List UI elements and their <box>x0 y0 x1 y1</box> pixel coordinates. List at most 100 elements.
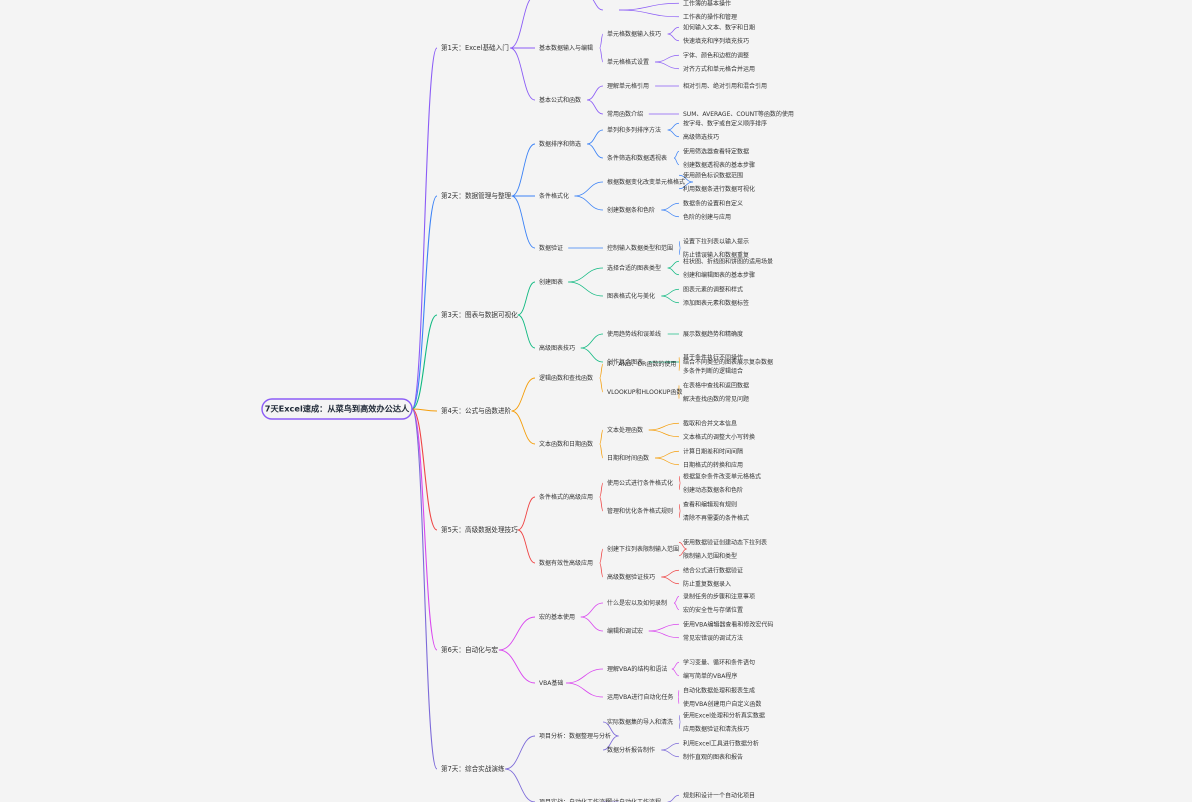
leaf-node[interactable]: 防止错误输入和数据重复 <box>683 251 749 259</box>
leaf-node[interactable]: 按字母、数字或自定义顺序排序 <box>683 119 767 127</box>
leaf-node[interactable]: 宏的安全性与存储位置 <box>683 606 743 614</box>
leaf-node[interactable]: 展示数据趋势和精确度 <box>683 330 743 338</box>
leaf-node[interactable]: 柱状图、折线图和饼图的适用场景 <box>683 257 773 265</box>
leaf-node[interactable]: 工作表的操作和管理 <box>683 13 737 21</box>
day-topic-node[interactable]: 第2天：数据管理与整理 <box>441 191 512 200</box>
leaf-node[interactable]: 常见宏错误的调试方法 <box>683 634 743 642</box>
leaf-node[interactable]: 设置下拉列表以输入提示 <box>683 237 749 245</box>
leaf-node[interactable]: 快速填充和序列填充技巧 <box>683 37 749 45</box>
detail-topic-node[interactable]: 单列和多列排序方法 <box>607 126 661 134</box>
leaf-node[interactable]: 使用筛选器查看特定数据 <box>683 147 749 155</box>
detail-topic-node[interactable]: 条件筛选和数据透视表 <box>607 154 667 162</box>
leaf-node[interactable]: 录制任务的步骤和注意事项 <box>683 592 755 600</box>
detail-topic-node[interactable]: 设计自动化工作流程 <box>607 798 661 802</box>
detail-topic-node[interactable]: IF、AND、OR函数的使用 <box>607 360 676 368</box>
leaf-node[interactable]: 添加图表元素和数据标签 <box>683 299 749 307</box>
detail-topic-node[interactable]: 理解单元格引用 <box>607 82 649 90</box>
detail-topic-node[interactable]: 日期和时间函数 <box>607 454 649 462</box>
subtopic-node[interactable]: 项目实战：自动化工作流程 <box>539 798 611 802</box>
subtopic-node[interactable]: VBA基础 <box>539 679 563 687</box>
detail-topic-node[interactable]: 使用公式进行条件格式化 <box>607 479 673 487</box>
leaf-node[interactable]: 结合公式进行数据验证 <box>683 566 743 574</box>
leaf-node[interactable]: 使用颜色标识数据范围 <box>683 171 743 179</box>
detail-topic-node[interactable]: 单元格格式设置 <box>607 58 649 66</box>
leaf-node[interactable]: SUM、AVERAGE、COUNT等函数的使用 <box>683 110 794 118</box>
detail-topic-node[interactable]: 数据分析报告制作 <box>607 746 655 754</box>
detail-topic-node[interactable]: 选择合适的图表类型 <box>607 264 661 272</box>
detail-topic-node[interactable]: 创作复合图表 <box>607 358 643 366</box>
leaf-node[interactable]: 高级筛选技巧 <box>683 133 719 141</box>
subtopic-node[interactable]: 条件格式的高级应用 <box>539 493 593 501</box>
day-topic-node[interactable]: 第5天：高级数据处理技巧 <box>441 525 518 534</box>
detail-topic-node[interactable]: 根据数据变化改变单元格格式 <box>607 178 685 186</box>
leaf-node[interactable]: 基于条件执行不同操作 <box>683 353 743 361</box>
leaf-node[interactable]: 制作直观的图表和报告 <box>683 753 743 761</box>
leaf-node[interactable]: 利用Excel工具进行数据分析 <box>683 739 759 747</box>
leaf-node[interactable]: 根据复杂条件改变单元格格式 <box>683 472 761 480</box>
detail-topic-node[interactable]: 编辑和调试宏 <box>607 627 643 635</box>
subtopic-node[interactable]: 项目分析：数据整理与分析 <box>539 732 611 740</box>
detail-topic-node[interactable]: 使用趋势线和误差线 <box>607 330 661 338</box>
leaf-node[interactable]: 色阶的创建与应用 <box>683 213 731 221</box>
leaf-node[interactable]: 规划和设计一个自动化项目 <box>683 791 755 799</box>
leaf-node[interactable]: 相对引用、绝对引用和混合引用 <box>683 82 767 90</box>
leaf-node[interactable]: 计算日期差和时间间隔 <box>683 447 743 455</box>
detail-topic-node[interactable]: 控制输入数据类型和范围 <box>607 244 673 252</box>
subtopic-node[interactable]: 数据有效性高级应用 <box>539 559 593 567</box>
day-topic-node[interactable]: 第7天：综合实战演练 <box>441 764 505 773</box>
leaf-node[interactable]: 文本格式的调整大小写转换 <box>683 433 755 441</box>
subtopic-node[interactable]: 基本公式和函数 <box>539 96 581 104</box>
leaf-node[interactable]: 结合不同类型的图表展示复杂数据 <box>683 358 773 366</box>
detail-topic-node[interactable]: 创建下拉列表限制输入范围 <box>607 545 679 553</box>
leaf-node[interactable]: 数据条的设置和自定义 <box>683 199 743 207</box>
root-node[interactable]: 7天Excel速成：从菜鸟到高效办公达人 <box>261 398 413 420</box>
leaf-node[interactable]: 对齐方式和单元格合并运用 <box>683 65 755 73</box>
detail-topic-node[interactable]: 运用VBA进行自动化任务 <box>607 693 673 701</box>
leaf-node[interactable]: 字体、颜色和边框的调整 <box>683 51 749 59</box>
leaf-node[interactable]: 使用Excel处理和分析真实数据 <box>683 711 765 719</box>
leaf-node[interactable]: 自动化数据处理和报表生成 <box>683 686 755 694</box>
day-topic-node[interactable]: 第3天：图表与数据可视化 <box>441 310 518 319</box>
leaf-node[interactable]: 工作簿的基本操作 <box>683 0 731 7</box>
day-topic-node[interactable]: 第4天：公式与函数进阶 <box>441 406 512 415</box>
subtopic-node[interactable]: 宏的基本使用 <box>539 613 575 621</box>
leaf-node[interactable]: 编写简单的VBA程序 <box>683 672 737 680</box>
subtopic-node[interactable]: 条件格式化 <box>539 192 569 200</box>
detail-topic-node[interactable]: 创建数据条和色阶 <box>607 206 655 214</box>
subtopic-node[interactable]: 文本函数和日期函数 <box>539 440 593 448</box>
leaf-node[interactable]: 防止重复数据录入 <box>683 580 731 588</box>
leaf-node[interactable]: 使用VBA创建用户自定义函数 <box>683 700 761 708</box>
detail-topic-node[interactable]: 图表格式化与美化 <box>607 292 655 300</box>
subtopic-node[interactable]: 创建图表 <box>539 278 563 286</box>
detail-topic-node[interactable]: 高级数据验证技巧 <box>607 573 655 581</box>
subtopic-node[interactable]: 数据验证 <box>539 244 563 252</box>
subtopic-node[interactable]: 逻辑函数和查找函数 <box>539 374 593 382</box>
detail-topic-node[interactable]: 文本处理函数 <box>607 426 643 434</box>
leaf-node[interactable]: 日期格式的转换和应用 <box>683 461 743 469</box>
leaf-node[interactable]: 创建动态数据条和色阶 <box>683 486 743 494</box>
detail-topic-node[interactable]: 理解VBA的结构和语法 <box>607 665 667 673</box>
leaf-node[interactable]: 应用数据验证和清洗技巧 <box>683 725 749 733</box>
leaf-node[interactable]: 创建和编辑图表的基本步骤 <box>683 271 755 279</box>
leaf-node[interactable]: 限制输入范围和类型 <box>683 552 737 560</box>
leaf-node[interactable]: 在表格中查找和返回数据 <box>683 381 749 389</box>
detail-topic-node[interactable]: 单元格数据输入技巧 <box>607 30 661 38</box>
leaf-node[interactable]: 创建数据透视表的基本步骤 <box>683 161 755 169</box>
leaf-node[interactable]: 多条件判断的逻辑组合 <box>683 367 743 375</box>
subtopic-node[interactable]: 高级图表技巧 <box>539 344 575 352</box>
leaf-node[interactable]: 截取和合并文本信息 <box>683 419 737 427</box>
leaf-node[interactable]: 如何输入文本、数字和日期 <box>683 23 755 31</box>
detail-topic-node[interactable]: 什么是宏以及如何录制 <box>607 599 667 607</box>
detail-topic-node[interactable]: 常用函数介绍 <box>607 110 643 118</box>
detail-topic-node[interactable]: VLOOKUP和HLOOKUP函数 <box>607 388 682 396</box>
day-topic-node[interactable]: 第1天：Excel基础入门 <box>441 43 509 52</box>
leaf-node[interactable]: 使用VBA编辑器查看和修改宏代码 <box>683 620 773 628</box>
leaf-node[interactable]: 使用数据验证创建动态下拉列表 <box>683 538 767 546</box>
detail-topic-node[interactable]: 实际数据集的导入和清洗 <box>607 718 673 726</box>
leaf-node[interactable]: 利用数据条进行数据可视化 <box>683 185 755 193</box>
leaf-node[interactable]: 解决查找函数的常见问题 <box>683 395 749 403</box>
leaf-node[interactable]: 学习变量、循环和条件语句 <box>683 658 755 666</box>
leaf-node[interactable]: 图表元素的调整和样式 <box>683 285 743 293</box>
subtopic-node[interactable]: 基本数据输入与编辑 <box>539 44 593 52</box>
detail-topic-node[interactable]: 管理和优化条件格式规则 <box>607 507 673 515</box>
